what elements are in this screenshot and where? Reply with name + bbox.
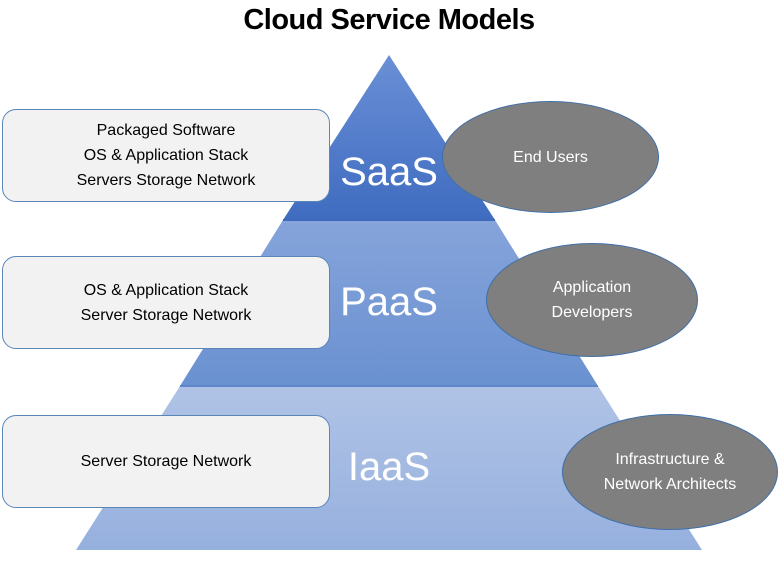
ellipse-line: Network Architects (603, 476, 737, 493)
iaas-components-box: Server Storage Network (2, 415, 330, 508)
saas-audience-ellipse: End Users (442, 101, 659, 213)
saas-components-box: Packaged Software OS & Application Stack… (2, 109, 330, 202)
paas-components-box: OS & Application Stack Server Storage Ne… (2, 256, 330, 349)
box-line: Server Storage Network (80, 453, 252, 470)
layer-label-saas: SaaS (340, 150, 438, 194)
pyramid-tier-saas (283, 55, 495, 220)
ellipse-line: Application (552, 279, 632, 296)
box-line: Servers Storage Network (76, 172, 256, 189)
layer-label-iaas: IaaS (347, 445, 431, 489)
box-line: OS & Application Stack (83, 281, 249, 299)
box-line: OS & Application Stack (83, 147, 249, 164)
ellipse-line: End Users (513, 148, 588, 166)
iaas-audience-ellipse: Infrastructure & Network Architects (562, 414, 778, 530)
box-line: Server Storage Network (80, 306, 252, 324)
ellipse-line: Developers (551, 304, 633, 321)
layer-label-paas: PaaS (340, 280, 438, 324)
diagram-title: Cloud Service Models (243, 4, 535, 36)
box-line: Packaged Software (96, 122, 236, 139)
paas-audience-ellipse: Application Developers (486, 243, 698, 357)
ellipse-line: Infrastructure & (615, 451, 725, 468)
